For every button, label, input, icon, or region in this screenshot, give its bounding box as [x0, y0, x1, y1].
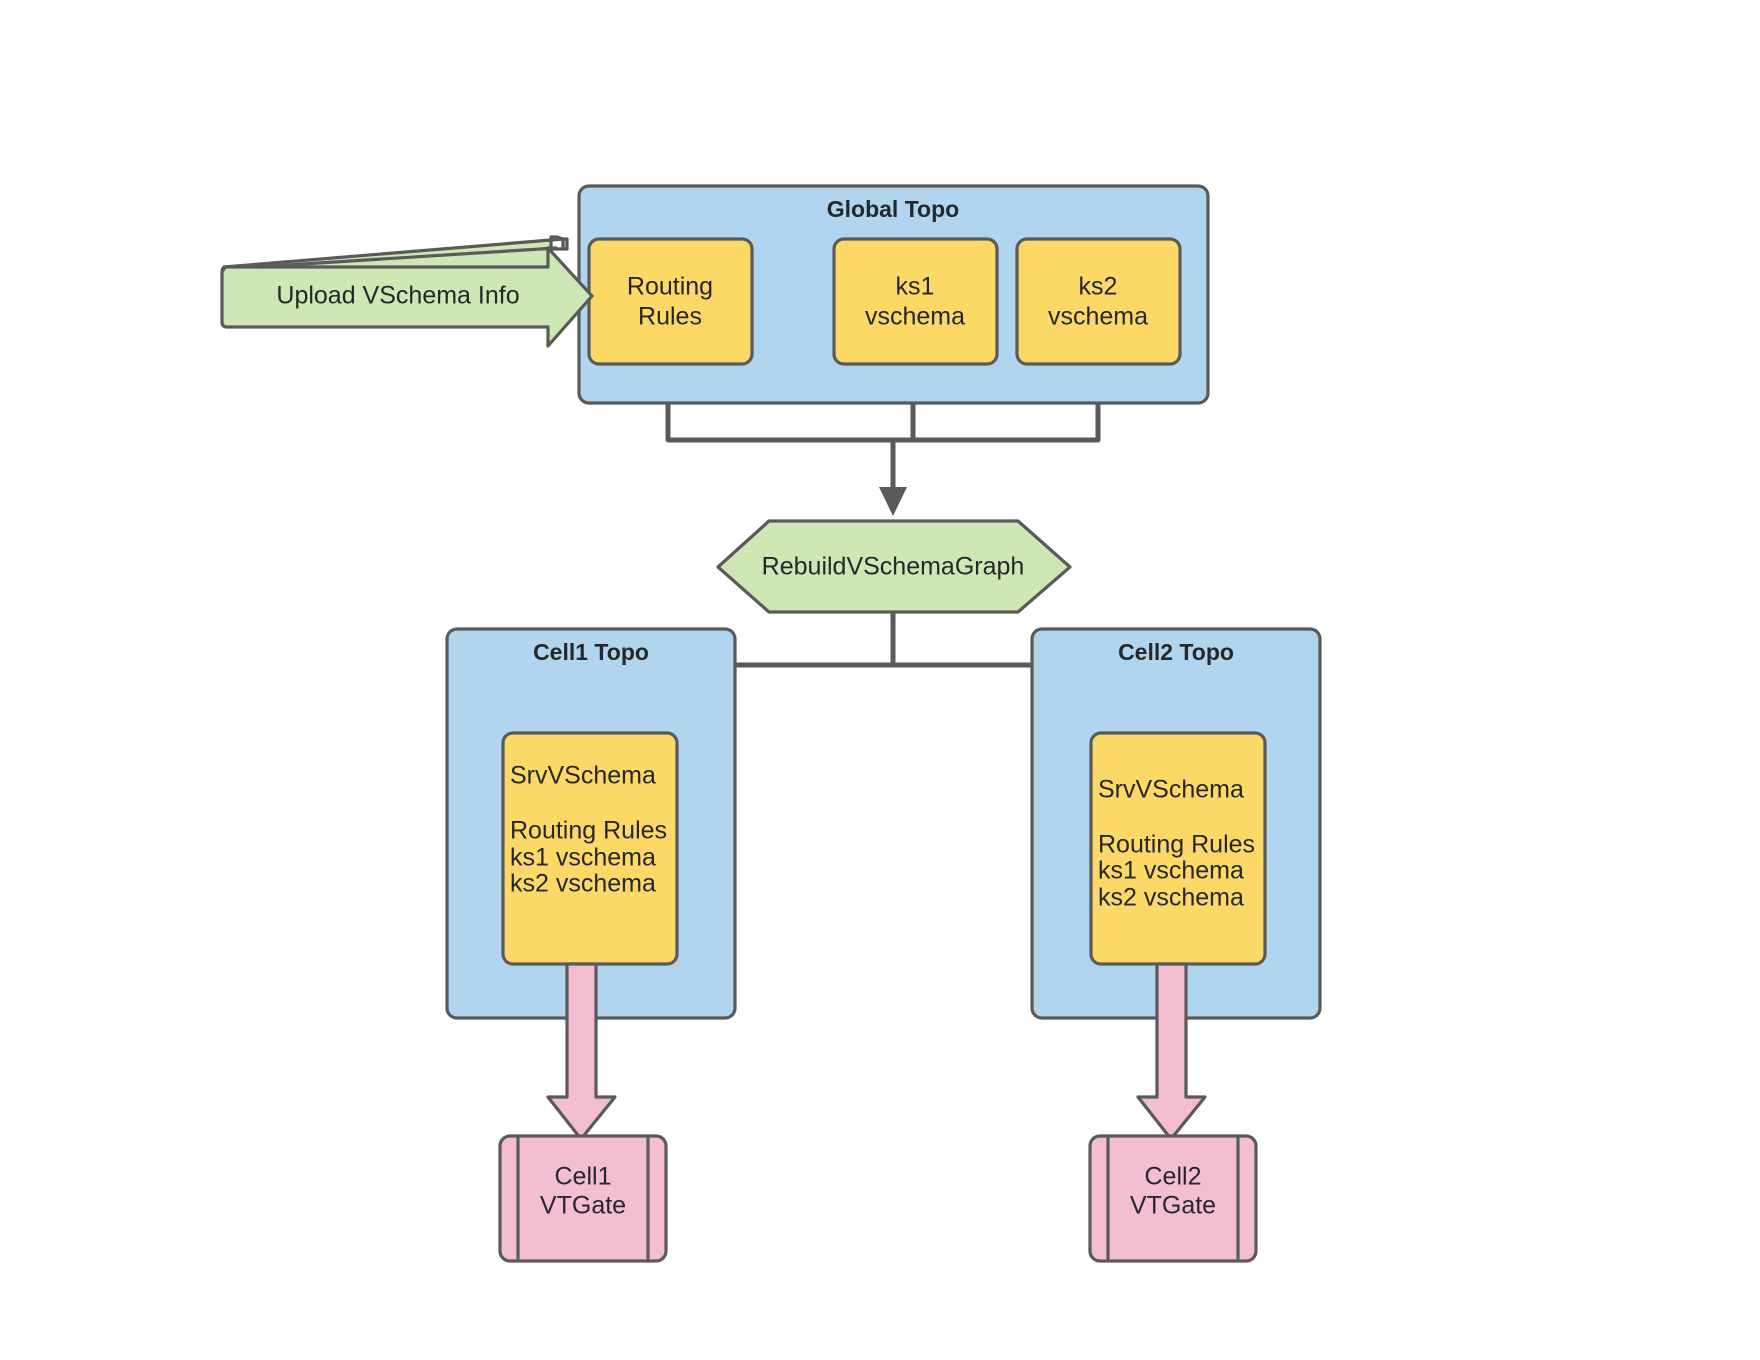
cell2-vtgate-line-1: Cell2	[1145, 1163, 1202, 1191]
node-routing-rules-line-1: Routing	[627, 273, 713, 301]
node-ks2-vschema[interactable]: ks2 vschema	[1015, 237, 1182, 366]
node-ks1-vschema[interactable]: ks1 vschema	[832, 237, 999, 366]
cell2-srv-vschema-heading: SrvVSchema	[1098, 776, 1244, 804]
cell2-vtgate-line-2: VTGate	[1130, 1192, 1216, 1220]
cell2-srv-vschema-node[interactable]: SrvVSchema Routing Rules ks1 vschema ks2…	[1089, 731, 1267, 966]
cell2-srv-vschema-entry-2: ks1 vschema	[1098, 857, 1244, 885]
upload-vschema-info-label: Upload VSchema Info	[276, 282, 519, 310]
cell1-srv-vschema-heading: SrvVSchema	[510, 762, 656, 790]
cell1-vtgate-line-2: VTGate	[540, 1192, 626, 1220]
cell1-topo-title: Cell1 Topo	[533, 639, 649, 665]
node-ks2-vschema-line-2: vschema	[1048, 303, 1148, 331]
node-ks1-vschema-line-1: ks1	[896, 273, 935, 301]
cell1-srv-vschema-entry-2: ks1 vschema	[510, 844, 656, 872]
cell1-srvvschema-to-vtgate-arrow	[546, 962, 617, 1141]
node-ks1-vschema-line-2: vschema	[865, 303, 965, 331]
cell2-srvvschema-to-vtgate-arrow	[1136, 962, 1207, 1141]
cell1-srv-vschema-entry-3: ks2 vschema	[510, 870, 656, 898]
cell1-vtgate[interactable]: Cell1 VTGate	[498, 1134, 668, 1263]
node-ks2-vschema-line-1: ks2	[1079, 273, 1118, 301]
cell2-srv-vschema-entry-1: Routing Rules	[1098, 831, 1255, 859]
node-routing-rules[interactable]: Routing Rules	[587, 237, 754, 366]
cell2-topo-title: Cell2 Topo	[1118, 639, 1234, 665]
node-routing-rules-line-2: Rules	[638, 303, 702, 331]
cell2-srv-vschema-entry-3: ks2 vschema	[1098, 884, 1244, 912]
rebuild-vschema-graph-process[interactable]: RebuildVSchemaGraph	[716, 519, 1072, 614]
rebuild-vschema-graph-label: RebuildVSchemaGraph	[762, 553, 1025, 581]
upload-vschema-info-arrow[interactable]: Upload VSchema Info	[220, 235, 594, 348]
cell1-srv-vschema-node[interactable]: SrvVSchema Routing Rules ks1 vschema ks2…	[501, 731, 679, 966]
cell1-vtgate-line-1: Cell1	[555, 1163, 612, 1191]
cell2-vtgate[interactable]: Cell2 VTGate	[1088, 1134, 1258, 1263]
cell1-srv-vschema-entry-1: Routing Rules	[510, 817, 667, 845]
global-topo-title: Global Topo	[827, 196, 959, 222]
